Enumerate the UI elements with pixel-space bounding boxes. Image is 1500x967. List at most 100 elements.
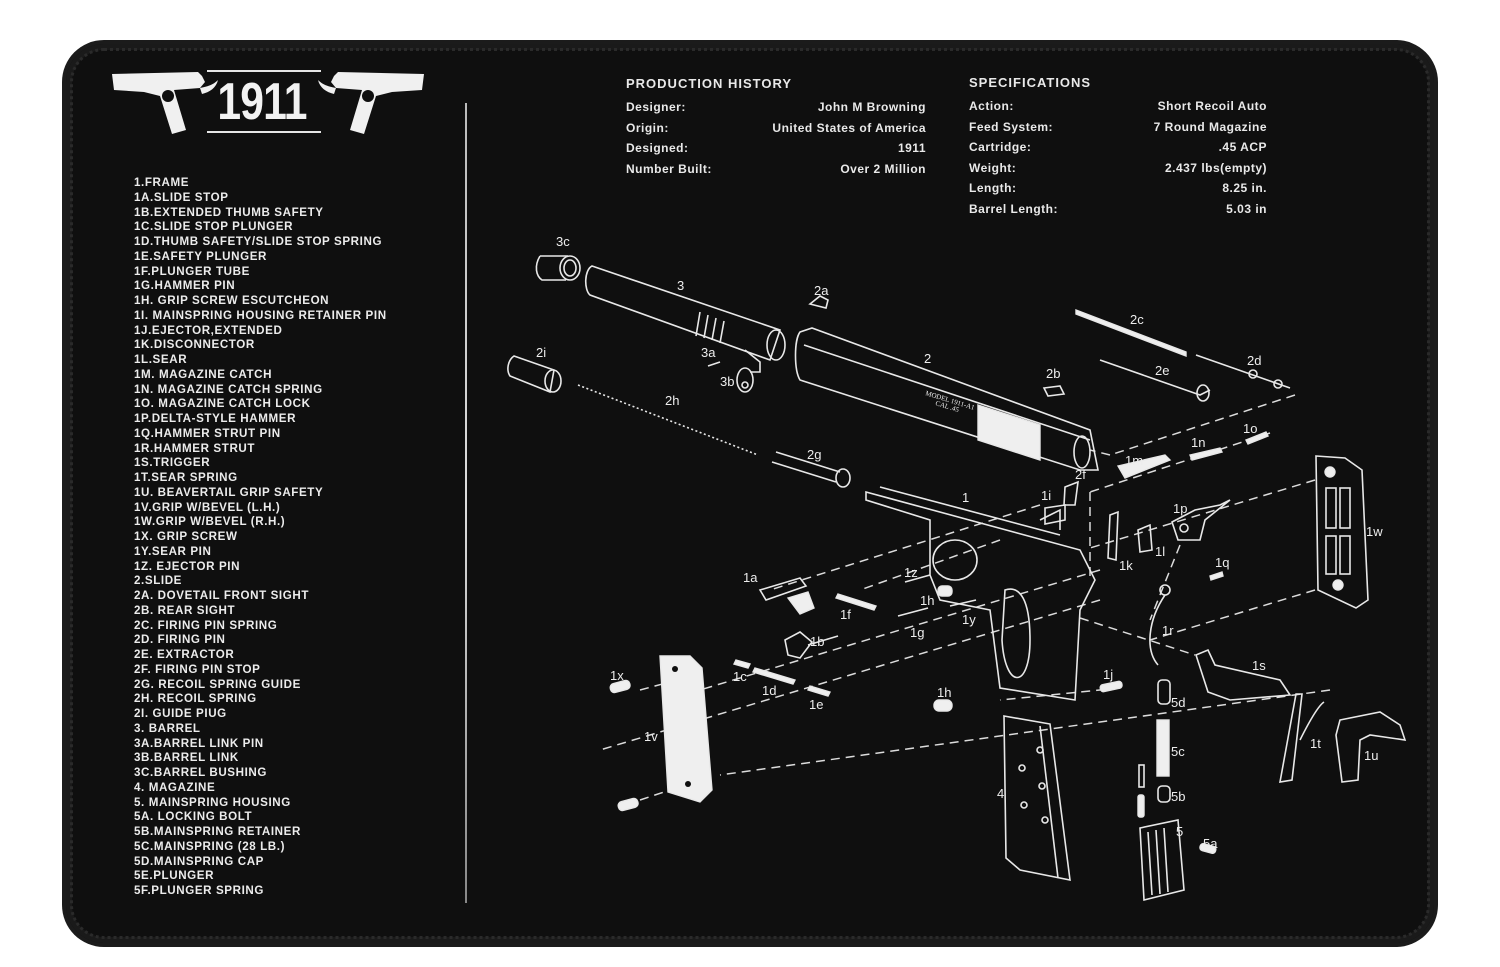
part-locking-bolt <box>1199 843 1217 854</box>
spec-label: Action: <box>969 99 1014 113</box>
callouts: 3c 3 2a 2c 2i 3a 3b 2 2e 2d 2b 2h 1o 1n … <box>536 234 1383 851</box>
parts-list-item: 2G. RECOIL SPRING GUIDE <box>134 677 301 691</box>
part-rear-sight <box>1042 385 1066 397</box>
parts-list-item: 1W.GRIP W/BEVEL (R.H.) <box>134 515 286 529</box>
part-plunger-spring <box>1137 764 1145 818</box>
callout-1o: 1o <box>1243 421 1257 436</box>
parts-list-item: 5. MAINSPRING HOUSING <box>134 795 291 809</box>
info-value: John M Browning <box>817 100 926 114</box>
parts-list-item: 2F. FIRING PIN STOP <box>134 662 261 676</box>
parts-list-item: 1Z. EJECTOR PIN <box>134 559 241 573</box>
spec-row: Length: 8.25 in. <box>969 181 1267 202</box>
part-frame <box>865 486 1096 701</box>
callout-5b: 5b <box>1171 789 1185 804</box>
callout-1c: 1c <box>733 669 747 684</box>
callout-1z: 1z <box>904 565 918 580</box>
parts-list-item: 5A. LOCKING BOLT <box>134 810 253 824</box>
spec-label: Weight: <box>969 160 1017 175</box>
part-thumb-safety <box>784 631 839 659</box>
parts-list-item: 5C.MAINSPRING (28 LB.) <box>134 839 286 853</box>
callout-1a: 1a <box>743 570 758 585</box>
part-mainspring <box>1156 719 1170 777</box>
parts-list-item: 3A.BARREL LINK PIN <box>134 736 264 750</box>
callout-1s: 1s <box>1252 658 1266 673</box>
info-row: Number Built:Over 2 Million <box>626 162 926 183</box>
parts-list-item: 1H. GRIP SCREW ESCUTCHEON <box>134 294 330 307</box>
part-1i-top <box>1044 504 1066 525</box>
info-row: Designed:1911 <box>626 141 926 162</box>
parts-list-item: 3. BARREL <box>134 721 201 735</box>
part-magazine-catch-spring <box>1189 447 1224 461</box>
callout-1t: 1t <box>1310 736 1321 751</box>
parts-list-item: 5E.PLUNGER <box>134 869 215 883</box>
callout-1i-top: 1i <box>1041 488 1051 503</box>
callout-5a: 5a <box>1203 836 1218 851</box>
specifications-title: SPECIFICATIONS <box>969 75 1092 90</box>
part-mainspring-cap <box>1157 679 1171 705</box>
part-grip-screw-escutcheon-top <box>937 585 953 597</box>
callout-2i: 2i <box>536 345 546 360</box>
pistol-right-icon <box>318 72 424 134</box>
spec-value: .45 ACP <box>1218 140 1267 155</box>
part-safety-plunger <box>807 685 831 697</box>
callout-1m: 1m <box>1125 453 1143 468</box>
specifications-panel: SPECIFICATIONS Action:Short Recoil Auto … <box>969 75 1267 223</box>
spec-row: Feed System:7 Round Magazine <box>969 120 1267 141</box>
part-guide-plug <box>507 355 562 394</box>
callout-1e: 1e <box>809 697 823 712</box>
part-hammer-strut-pin <box>1209 571 1224 581</box>
callout-3: 3 <box>677 278 684 293</box>
spec-value: Short Recoil Auto <box>1157 99 1267 113</box>
part-barrel-bushing <box>535 255 581 281</box>
info-value: Over 2 Million <box>840 161 926 176</box>
part-magazine <box>1003 715 1071 882</box>
callout-5: 5 <box>1176 824 1183 839</box>
callout-3c: 3c <box>556 234 570 249</box>
callout-2: 2 <box>924 351 931 366</box>
parts-list-item: 1R.HAMMER STRUT <box>134 441 256 455</box>
parts-list-item: 5B.MAINSPRING RETAINER <box>134 825 301 838</box>
production-history-title: PRODUCTION HISTORY <box>626 76 793 91</box>
callout-3a: 3a <box>701 345 716 360</box>
callout-5c: 5c <box>1171 744 1185 759</box>
part-firing-pin <box>1195 354 1291 389</box>
spec-value: 2.437 lbs(empty) <box>1164 160 1267 175</box>
parts-list-item: 4. MAGAZINE <box>134 780 216 794</box>
callout-1f: 1f <box>840 607 851 622</box>
part-slide-stop-plunger <box>732 659 752 669</box>
parts-list-item: 1.FRAME <box>134 176 190 189</box>
parts-list-item: 3C.BARREL BUSHING <box>134 766 268 779</box>
callout-1p: 1p <box>1173 501 1187 516</box>
callout-1d: 1d <box>762 683 776 698</box>
part-extractor <box>1099 359 1211 402</box>
part-barrel-link <box>736 367 754 393</box>
parts-list-item: 2B. REAR SIGHT <box>134 603 236 617</box>
part-barrel <box>584 265 786 373</box>
parts-list-item: 1T.SEAR SPRING <box>134 471 238 484</box>
callout-1y: 1y <box>962 612 976 627</box>
parts-list-item: 1Q.HAMMER STRUT PIN <box>134 426 281 440</box>
spec-value: 8.25 in. <box>1222 181 1267 196</box>
part-grip-screw-bottom <box>617 797 639 812</box>
spec-row: Weight: 2.437 lbs(empty) <box>969 161 1267 182</box>
spec-row: Cartridge:.45 ACP <box>969 140 1267 161</box>
callout-1h-top: 1h <box>920 593 934 608</box>
spec-row: Action: Short Recoil Auto <box>969 99 1267 120</box>
callout-2d: 2d <box>1247 353 1261 368</box>
info-label: Designer: <box>626 100 686 114</box>
callout-1l: 1l <box>1155 544 1165 559</box>
callout-4: 4 <box>997 786 1004 801</box>
info-row: Origin:United States of America <box>626 121 926 142</box>
callout-1k: 1k <box>1119 558 1133 573</box>
callout-1w: 1w <box>1366 524 1383 539</box>
spec-label: Length: <box>969 181 1017 196</box>
parts-list-item: 1P.DELTA-STYLE HAMMER <box>134 412 297 425</box>
info-value: United States of America <box>772 120 926 135</box>
callout-3b: 3b <box>720 374 734 389</box>
part-recoil-spring <box>577 384 759 456</box>
callout-2e: 2e <box>1155 363 1169 378</box>
parts-list-item: 1Y.SEAR PIN <box>134 544 212 558</box>
parts-list-item: 1V.GRIP W/BEVEL (L.H.) <box>134 500 281 514</box>
parts-list-item: 2.SLIDE <box>134 574 183 588</box>
part-front-sight <box>808 295 829 309</box>
